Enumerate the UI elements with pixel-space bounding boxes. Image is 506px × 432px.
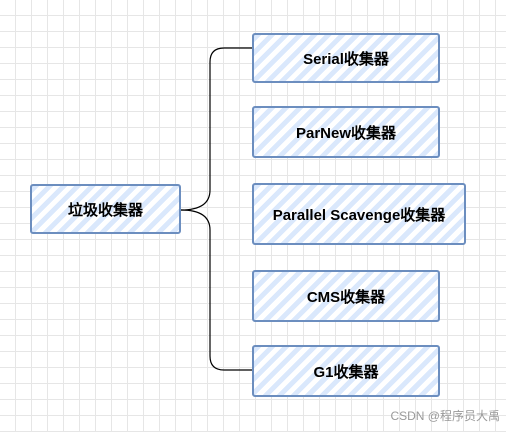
child-node-cms[interactable]: CMS收集器 bbox=[252, 270, 440, 322]
root-node[interactable]: 垃圾收集器 bbox=[30, 184, 181, 234]
child-node-serial[interactable]: Serial收集器 bbox=[252, 33, 440, 83]
connector-to-g1 bbox=[180, 209, 252, 371]
watermark: CSDN @程序员大禹 bbox=[390, 409, 500, 423]
connector-to-serial bbox=[180, 47, 252, 211]
child-node-label: CMS收集器 bbox=[306, 288, 386, 306]
child-node-label: G1收集器 bbox=[313, 363, 379, 381]
child-node-label: Serial收集器 bbox=[303, 50, 389, 68]
child-node-label: ParNew收集器 bbox=[295, 124, 397, 142]
child-node-label: Parallel Scavenge收集器 bbox=[272, 206, 446, 224]
child-node-parnew[interactable]: ParNew收集器 bbox=[252, 106, 440, 158]
root-node-label: 垃圾收集器 bbox=[67, 201, 143, 219]
child-node-g1[interactable]: G1收集器 bbox=[252, 345, 440, 397]
child-node-parallel-scavenge[interactable]: Parallel Scavenge收集器 bbox=[252, 183, 466, 245]
